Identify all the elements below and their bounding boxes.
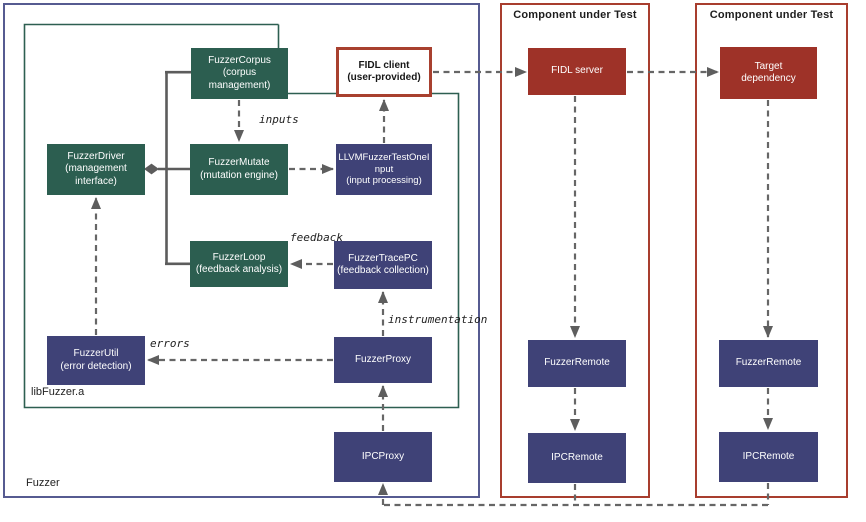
fuzzer-label: Fuzzer	[26, 477, 60, 489]
node-fuzzer-trace-pc: FuzzerTracePC (feedback collection)	[334, 241, 432, 289]
node-label: FuzzerLoop	[212, 251, 266, 263]
node-ipc-remote-right: IPCRemote	[719, 432, 818, 482]
node-label: LLVMFuzzerTestOneInput	[338, 151, 430, 175]
node-fuzzer-util: FuzzerUtil (error detection)	[47, 336, 145, 385]
node-fuzzer-proxy: FuzzerProxy	[334, 337, 432, 383]
node-label: FuzzerCorpus	[208, 54, 271, 66]
edge-label-feedback: feedback	[290, 231, 343, 244]
node-label: FIDL server	[551, 65, 603, 77]
libfuzzer-label: libFuzzer.a	[31, 386, 85, 398]
fuzzer-container	[3, 3, 480, 498]
node-fidl-server: FIDL server	[528, 48, 626, 95]
component-under-test-middle-title: Component under Test	[513, 9, 637, 21]
node-sublabel: (mutation engine)	[200, 169, 278, 181]
node-target-dependency: Target dependency	[720, 47, 817, 99]
node-ipc-remote-middle: IPCRemote	[528, 433, 626, 483]
edge-label-errors: errors	[150, 337, 190, 350]
node-fidl-client: FIDL client (user-provided)	[336, 47, 432, 97]
node-fuzzer-driver: FuzzerDriver (management interface)	[47, 144, 145, 195]
node-label: FuzzerMutate	[208, 157, 270, 168]
node-sublabel: (feedback collection)	[337, 265, 429, 276]
node-fuzzer-corpus: FuzzerCorpus (corpus management)	[191, 48, 288, 99]
node-label: IPCRemote	[742, 450, 795, 462]
node-label: Target dependency	[741, 60, 796, 85]
node-sublabel: (error detection)	[60, 360, 132, 372]
node-label: IPCProxy	[361, 450, 405, 462]
node-fuzzer-remote-middle: FuzzerRemote	[528, 340, 626, 387]
edge-label-inputs: inputs	[259, 113, 299, 126]
edge-label-instrumentation: instrumentation	[388, 313, 488, 326]
node-label: FuzzerTracePC	[348, 252, 418, 264]
node-llvm-fuzzer-test-one-input: LLVMFuzzerTestOneInput (input processing…	[336, 144, 432, 195]
node-label: FuzzerUtil	[73, 348, 119, 359]
node-sublabel: (feedback analysis)	[195, 264, 283, 275]
node-fuzzer-remote-right: FuzzerRemote	[719, 340, 818, 387]
component-under-test-right-title: Component under Test	[709, 9, 834, 21]
node-sublabel: (input processing)	[346, 175, 422, 187]
node-sublabel: (user-provided)	[347, 72, 421, 83]
node-ipc-proxy: IPCProxy	[334, 432, 432, 482]
node-label: FIDL client	[358, 59, 410, 71]
node-sublabel: (corpus management)	[208, 67, 271, 91]
node-fuzzer-loop: FuzzerLoop (feedback analysis)	[190, 241, 288, 287]
node-sublabel: (management interface)	[65, 163, 127, 187]
node-label: FuzzerRemote	[544, 357, 610, 369]
node-label: IPCRemote	[551, 451, 603, 463]
component-under-test-right-container	[695, 3, 848, 498]
node-fuzzer-mutate: FuzzerMutate (mutation engine)	[190, 144, 288, 195]
node-label: FuzzerDriver	[67, 150, 125, 162]
node-label: FuzzerProxy	[354, 353, 412, 365]
node-label: FuzzerRemote	[735, 357, 802, 369]
